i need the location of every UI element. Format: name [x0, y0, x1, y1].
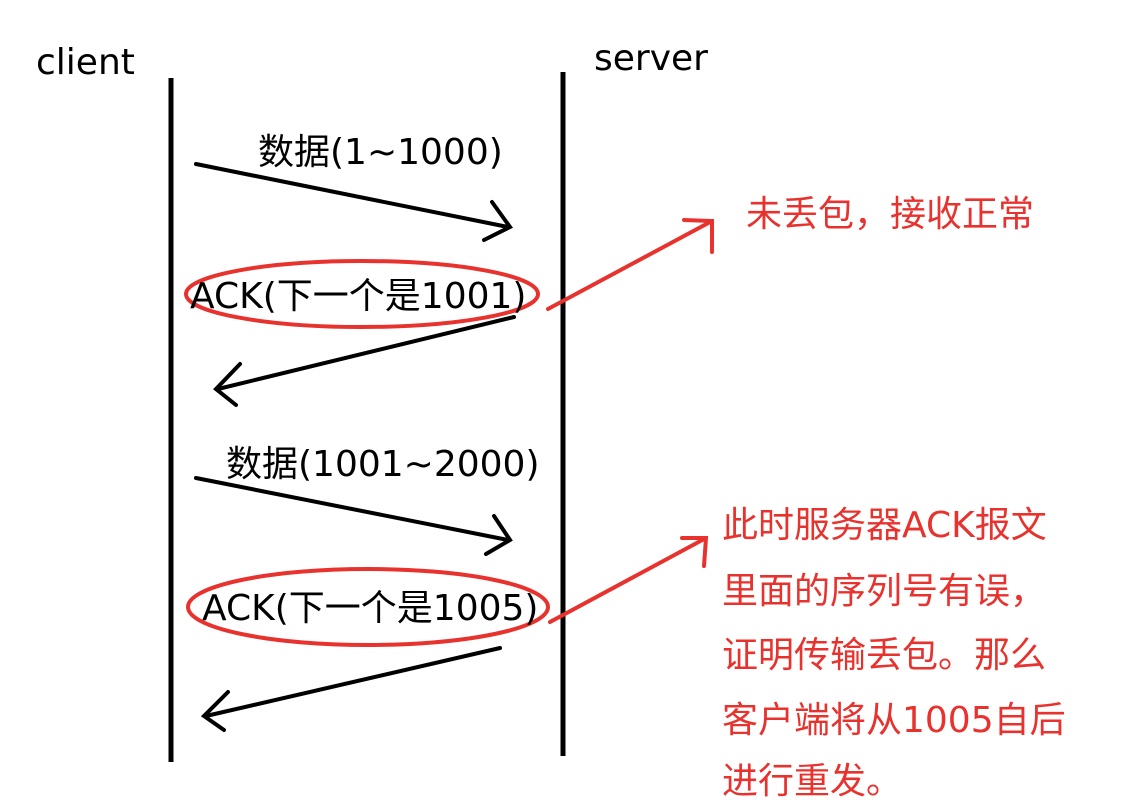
message-2-label: ACK(下一个是1001) [190, 276, 526, 317]
note-2-text: 此时服务器ACK报文 里面的序列号有误， 证明传输丢包。那么 客户端将从1005… [722, 505, 1066, 802]
note-2-line-5: 进行重发。 [722, 761, 902, 802]
message-4-arrow [200, 646, 502, 732]
note-2-line-3: 证明传输丢包。那么 [722, 635, 1046, 676]
note-2-line-2: 里面的序列号有误， [722, 571, 1046, 612]
message-4-label: ACK(下一个是1005) [202, 588, 538, 629]
client-label: client [36, 42, 135, 83]
note-2-line-4: 客户端将从1005自后 [722, 700, 1066, 741]
note-1-arrow [546, 218, 714, 311]
server-label: server [594, 38, 708, 79]
ack-1005-highlight [186, 567, 550, 647]
message-2-arrow [213, 315, 516, 407]
message-3-arrow [194, 476, 513, 556]
note-2-arrow [548, 536, 709, 624]
note-1-text: 未丢包，接收正常 [746, 194, 1034, 235]
note-2-line-1: 此时服务器ACK报文 [722, 505, 1047, 546]
ack-1001-highlight [184, 259, 540, 329]
message-3-label: 数据(1001~2000) [226, 444, 540, 485]
message-1-label: 数据(1~1000) [258, 132, 503, 173]
message-1-arrow [194, 162, 513, 242]
